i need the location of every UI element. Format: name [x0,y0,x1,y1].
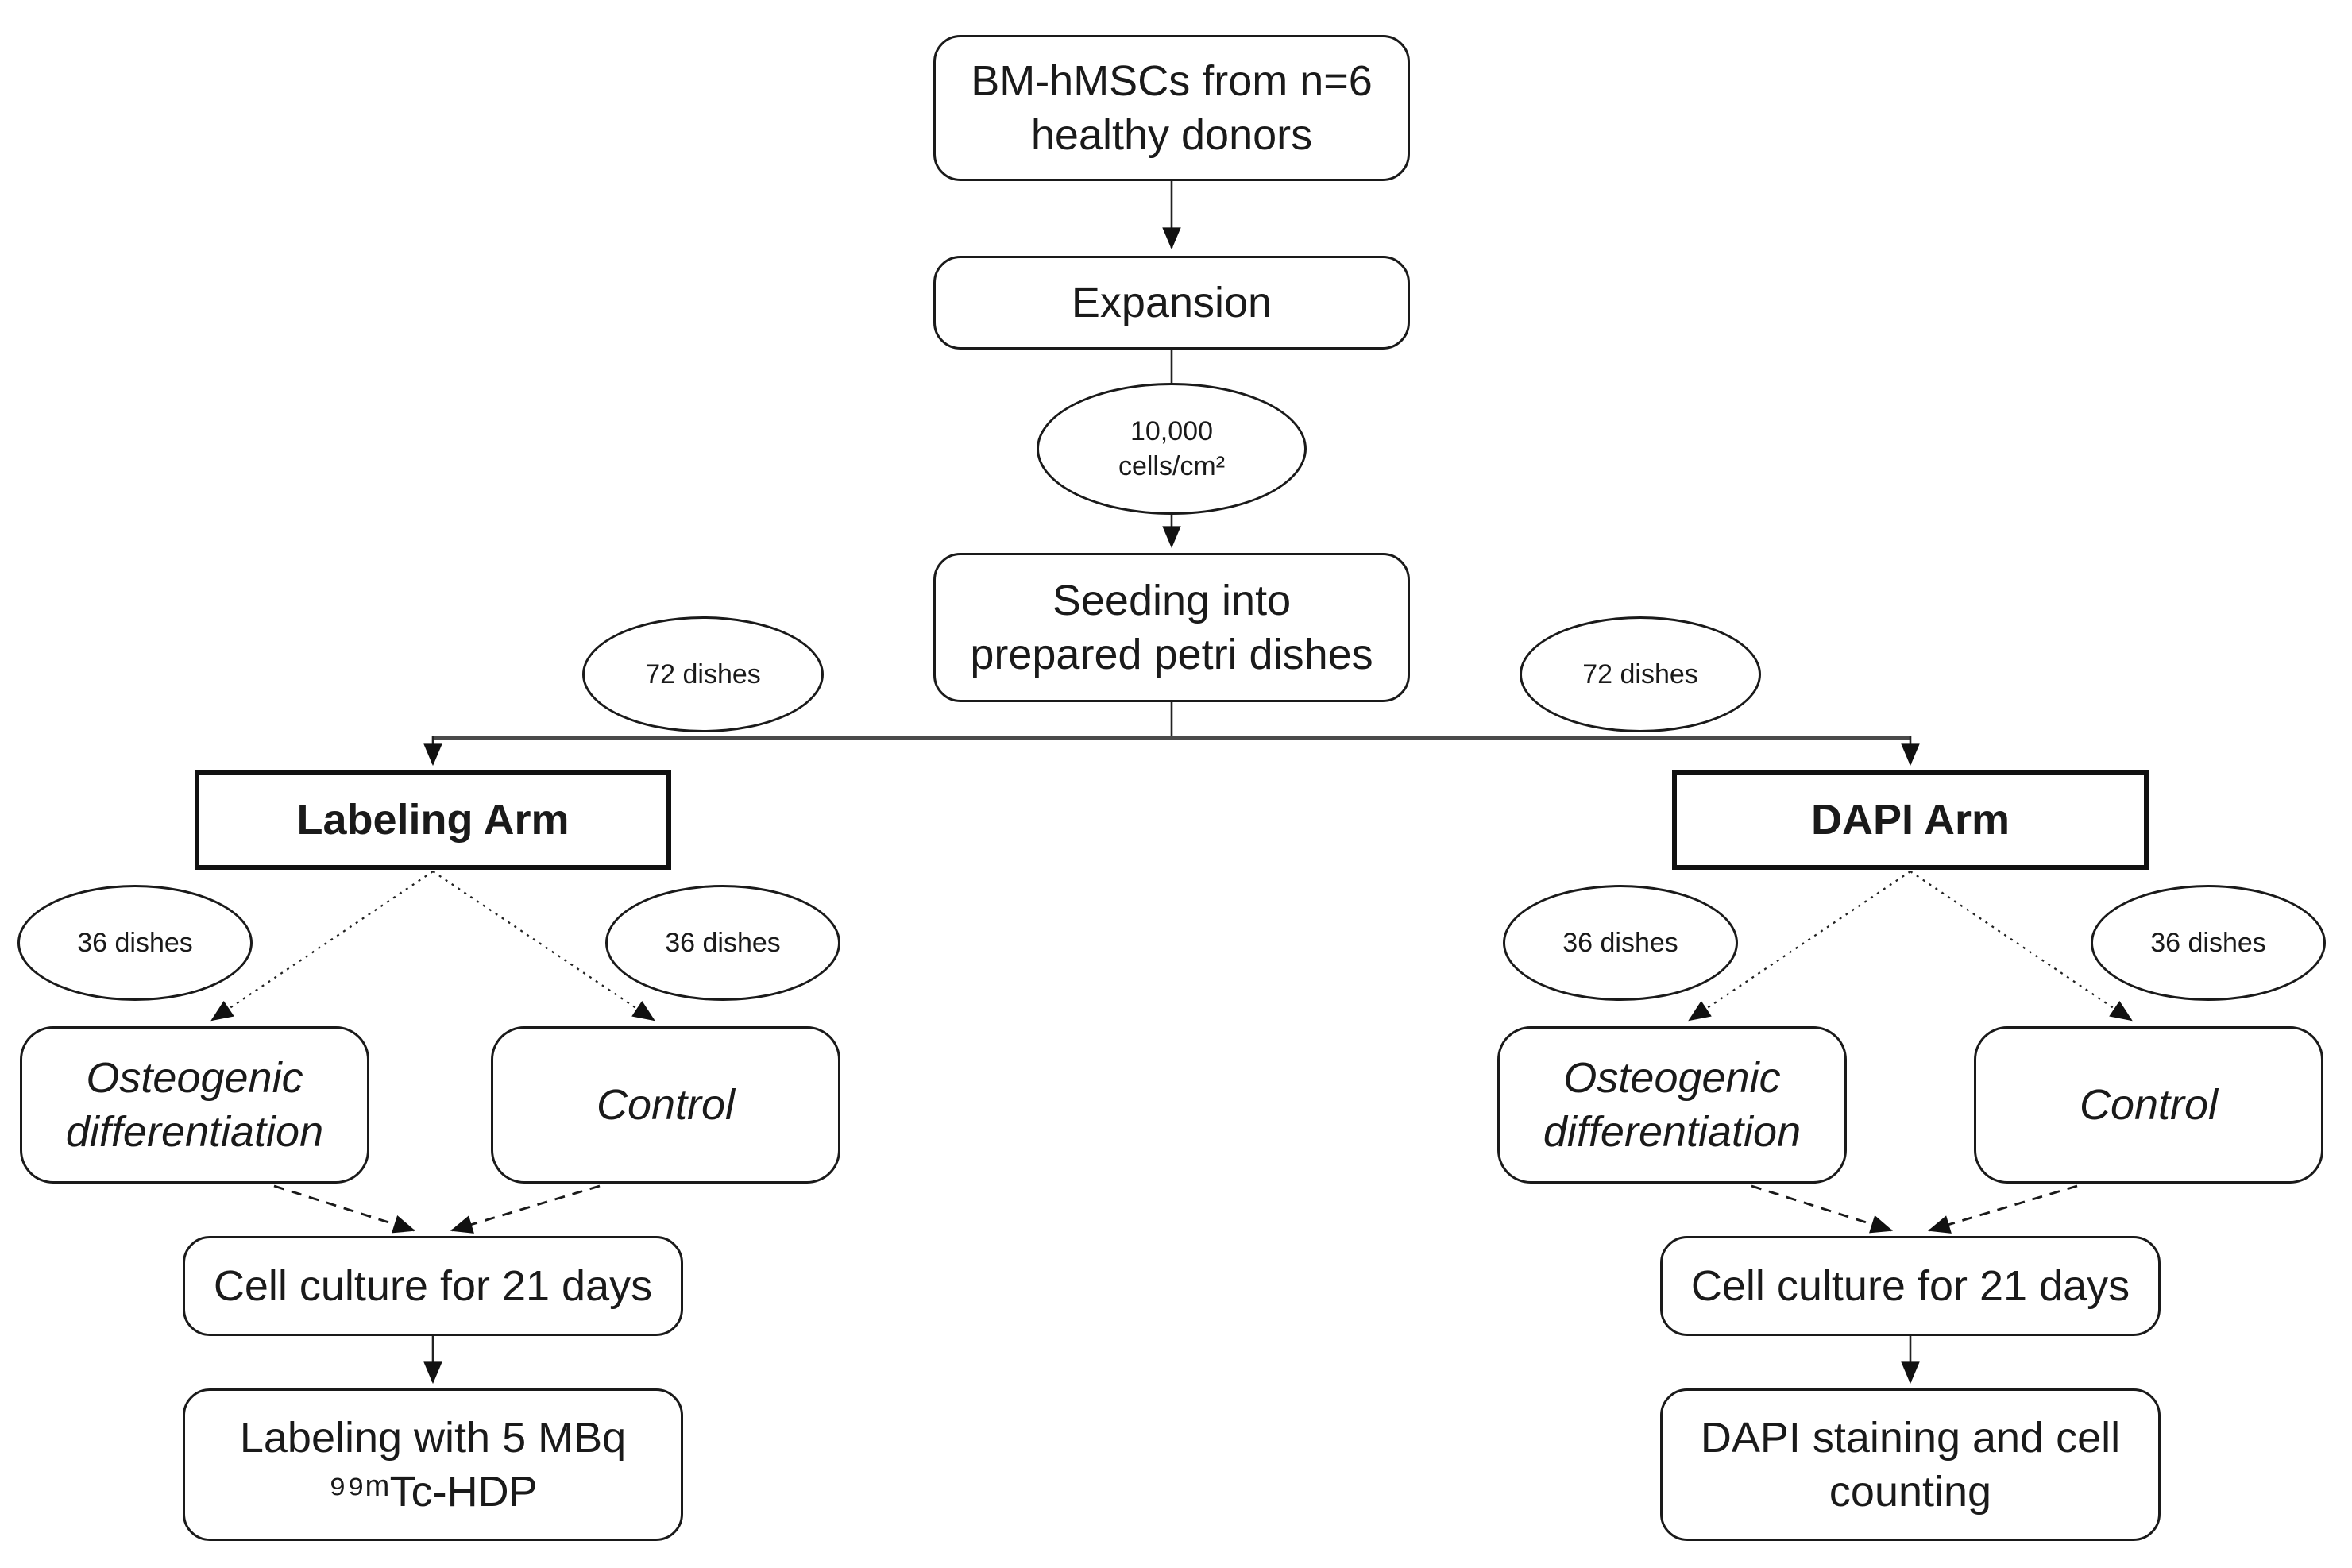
node-labeling-step: Labeling with 5 MBq ⁹⁹ᵐTc-HDP [183,1388,683,1541]
dapi-arm-label: DAPI Arm [1810,796,2010,844]
node-seeding-label: Seeding into prepared petri dishes [970,576,1373,678]
osteogenic-left-label: Osteogenic differentiation [65,1053,324,1156]
node-control-left: Control [491,1026,840,1184]
node-osteogenic-right: Osteogenic differentiation [1497,1026,1847,1184]
seed-density-label: 10,000 cells/cm² [1118,415,1226,481]
culture-left-label: Cell culture for 21 days [213,1261,653,1310]
dishes-left-osteo-label: 36 dishes [77,927,193,958]
dishes-left-control-label: 36 dishes [665,927,781,958]
control-left-label: Control [596,1080,736,1129]
ellipse-dishes-total-right: 72 dishes [1520,616,1761,732]
node-culture-right: Cell culture for 21 days [1660,1236,2161,1336]
labeling-arm-label: Labeling Arm [296,796,570,844]
node-seeding: Seeding into prepared petri dishes [933,553,1410,702]
dishes-total-left-label: 72 dishes [645,658,761,689]
node-expansion: Expansion [933,256,1410,350]
connector-osteo-culture-left [273,1184,416,1234]
ellipse-dishes-left-osteo: 36 dishes [17,885,253,1001]
node-source: BM-hMSCs from n=6 healthy donors [933,35,1410,181]
node-expansion-label: Expansion [1071,278,1273,326]
dishes-total-right-label: 72 dishes [1582,658,1698,689]
ellipse-dishes-right-osteo: 36 dishes [1503,885,1738,1001]
dishes-right-control-label: 36 dishes [2150,927,2266,958]
osteogenic-right-label: Osteogenic differentiation [1543,1053,1802,1156]
control-right-label: Control [2079,1080,2219,1129]
node-control-right: Control [1974,1026,2323,1184]
node-labeling-arm: Labeling Arm [195,770,671,870]
connector-control-culture-right [1927,1184,2078,1234]
connector-control-culture-left [450,1184,601,1234]
ellipse-dishes-right-control: 36 dishes [2091,885,2326,1001]
node-culture-left: Cell culture for 21 days [183,1236,683,1336]
dapi-step-label: DAPI staining and cell counting [1700,1413,2121,1516]
node-dapi-arm: DAPI Arm [1672,770,2149,870]
ellipse-dishes-left-control: 36 dishes [605,885,840,1001]
node-source-label: BM-hMSCs from n=6 healthy donors [971,56,1373,159]
ellipse-dishes-total-left: 72 dishes [582,616,824,732]
ellipse-seed-density: 10,000 cells/cm² [1037,383,1307,515]
node-osteogenic-left: Osteogenic differentiation [20,1026,369,1184]
culture-right-label: Cell culture for 21 days [1690,1261,2130,1310]
node-dapi-step: DAPI staining and cell counting [1660,1388,2161,1541]
connector-osteo-culture-right [1751,1184,1894,1234]
dishes-right-osteo-label: 36 dishes [1562,927,1678,958]
labeling-step-label: Labeling with 5 MBq ⁹⁹ᵐTc-HDP [239,1413,627,1516]
